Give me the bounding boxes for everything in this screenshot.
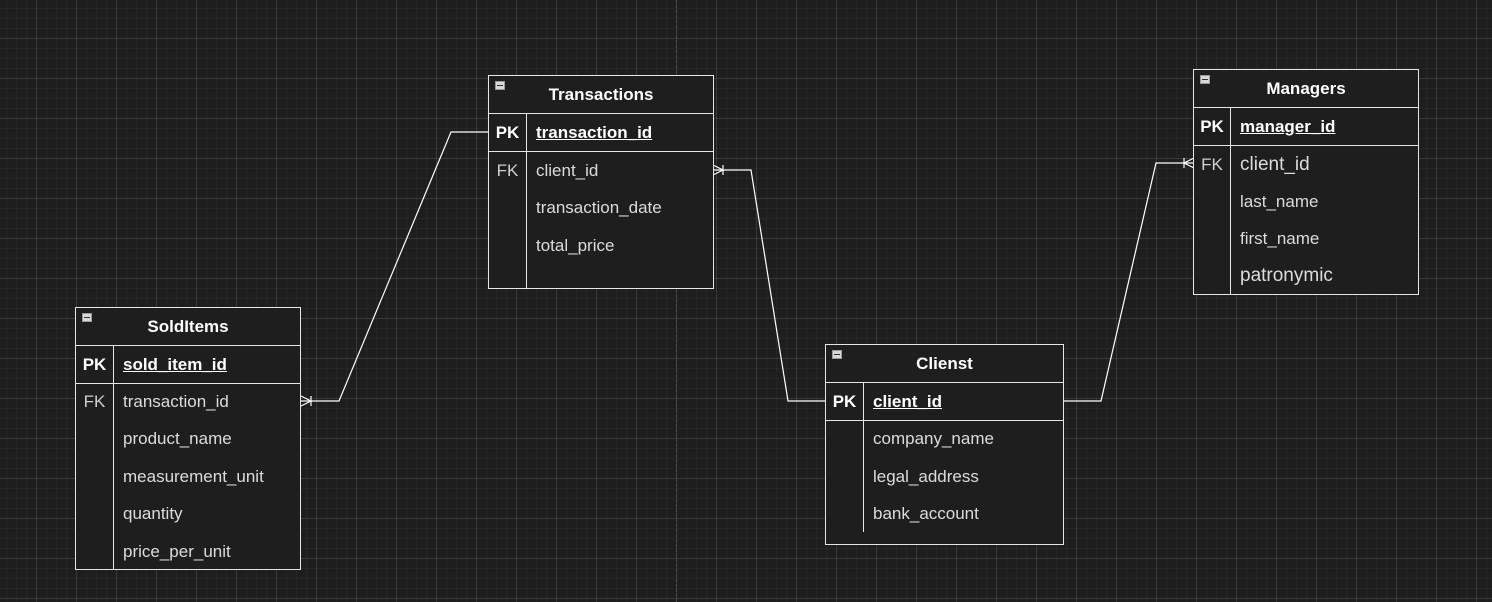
- entity-header: Transactions: [489, 76, 713, 114]
- entity-header: SoldItems: [76, 308, 300, 346]
- relationship-managers-clients[interactable]: [1063, 157, 1195, 402]
- primary-key-row[interactable]: PK sold_item_id: [76, 346, 300, 384]
- key-label: [826, 420, 863, 458]
- attribute-field: transaction_date: [536, 198, 662, 218]
- pk-label: PK: [495, 122, 520, 142]
- collapse-icon[interactable]: [1200, 75, 1210, 84]
- attribute-field: product_name: [123, 429, 232, 449]
- attribute-field: first_name: [1240, 228, 1320, 248]
- key-label: [1194, 220, 1230, 258]
- pk-field: transaction_id: [536, 122, 653, 142]
- pk-field: manager_id: [1240, 116, 1336, 136]
- relationship-solditems-transactions[interactable]: [300, 131, 489, 407]
- attribute-row[interactable]: legal_address: [826, 458, 1063, 496]
- pk-label: PK: [832, 391, 857, 411]
- key-label: [1194, 258, 1230, 296]
- pk-label: PK: [82, 354, 107, 374]
- key-column-divider: [526, 113, 527, 288]
- entity-header: Managers: [1194, 70, 1418, 108]
- primary-key-row[interactable]: PK manager_id: [1194, 108, 1418, 146]
- entity-solditems[interactable]: SoldItems PK sold_item_id FK transaction…: [75, 307, 301, 570]
- key-label: [489, 190, 526, 228]
- collapse-icon[interactable]: [495, 81, 505, 90]
- attribute-row[interactable]: product_name: [76, 421, 300, 459]
- key-column-divider: [863, 382, 864, 532]
- key-label: [76, 496, 113, 534]
- entity-clients[interactable]: Clienst PK client_id company_name legal_…: [825, 344, 1064, 545]
- entity-transactions[interactable]: Transactions PK transaction_id FK client…: [488, 75, 714, 289]
- attribute-field: client_id: [536, 160, 599, 180]
- entity-title: Managers: [1266, 78, 1346, 98]
- entity-header: Clienst: [826, 345, 1063, 383]
- attribute-field: transaction_id: [123, 391, 229, 411]
- primary-key-row[interactable]: PK transaction_id: [489, 114, 713, 152]
- attribute-row[interactable]: transaction_date: [489, 190, 713, 228]
- attribute-field: price_per_unit: [123, 541, 231, 561]
- attribute-row[interactable]: bank_account: [826, 495, 1063, 533]
- attribute-row[interactable]: price_per_unit: [76, 533, 300, 571]
- attribute-field: company_name: [873, 428, 994, 448]
- pk-field: sold_item_id: [123, 354, 227, 374]
- attribute-row[interactable]: FK transaction_id: [76, 383, 300, 421]
- attribute-row[interactable]: total_price: [489, 227, 713, 265]
- attribute-field: client_id: [1240, 153, 1310, 175]
- attribute-row[interactable]: last_name: [1194, 183, 1418, 221]
- key-label: [489, 227, 526, 265]
- attribute-field: quantity: [123, 504, 183, 524]
- attribute-field: total_price: [536, 235, 615, 255]
- relationship-transactions-clients[interactable]: [712, 164, 826, 402]
- attribute-field: legal_address: [873, 466, 979, 486]
- key-label: [76, 421, 113, 459]
- key-column-divider: [113, 345, 114, 569]
- key-label: [489, 265, 526, 289]
- attribute-row[interactable]: measurement_unit: [76, 458, 300, 496]
- attribute-row[interactable]: FK client_id: [489, 152, 713, 190]
- fk-label: FK: [83, 391, 106, 411]
- primary-key-row[interactable]: PK client_id: [826, 383, 1063, 421]
- fk-label: FK: [1201, 154, 1223, 174]
- collapse-icon[interactable]: [82, 313, 92, 322]
- key-label: [1194, 183, 1230, 221]
- key-label: [826, 458, 863, 496]
- entity-title: Clienst: [916, 353, 973, 373]
- key-label: [826, 495, 863, 533]
- entity-title: Transactions: [548, 84, 654, 104]
- attribute-field: last_name: [1240, 191, 1319, 211]
- pk-field: client_id: [873, 391, 942, 411]
- entity-managers[interactable]: Managers PK manager_id FK client_id last…: [1193, 69, 1419, 295]
- fk-label: FK: [496, 160, 519, 180]
- page-divider: [676, 0, 677, 602]
- key-label: [76, 533, 113, 571]
- attribute-row[interactable]: quantity: [76, 496, 300, 534]
- attribute-row[interactable]: company_name: [826, 420, 1063, 458]
- key-column-divider: [1230, 107, 1231, 294]
- pk-label: PK: [1200, 116, 1224, 136]
- attribute-row[interactable]: FK client_id: [1194, 146, 1418, 184]
- entity-title: SoldItems: [147, 316, 229, 336]
- collapse-icon[interactable]: [832, 350, 842, 359]
- attribute-row[interactable]: patronymic: [1194, 258, 1418, 296]
- attribute-field: measurement_unit: [123, 466, 264, 486]
- attribute-field: bank_account: [873, 503, 979, 523]
- key-label: [76, 458, 113, 496]
- attribute-field: patronymic: [1240, 265, 1333, 287]
- empty-row[interactable]: [489, 265, 713, 289]
- attribute-row[interactable]: first_name: [1194, 220, 1418, 258]
